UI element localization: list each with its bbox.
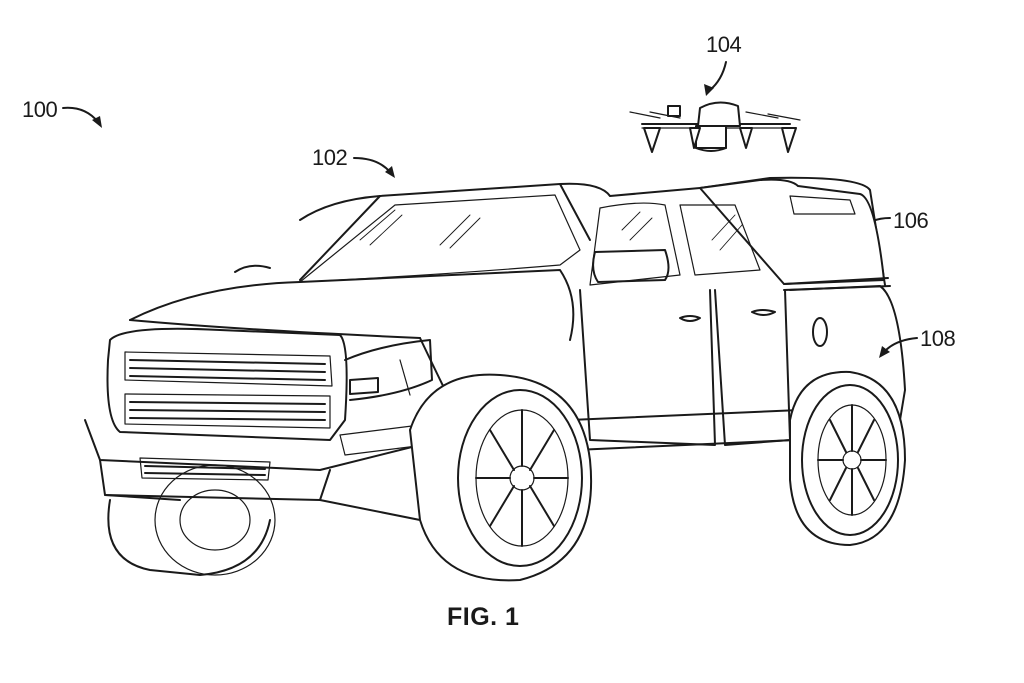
- rear-wheel: [789, 370, 906, 546]
- leader-arrow-100: [62, 106, 102, 128]
- label-104-drone: 104: [706, 32, 742, 57]
- leader-arrow-108: [879, 337, 918, 358]
- figure-caption: FIG. 1: [447, 603, 520, 631]
- label-106-cap: 106: [893, 208, 929, 233]
- drone-104: [629, 101, 801, 153]
- leader-arrow-104: [704, 61, 727, 96]
- label-102-vehicle: 102: [312, 145, 348, 170]
- label-108-bed: 108: [920, 326, 956, 351]
- leader-arrow-102: [353, 157, 395, 178]
- front-wheel: [409, 373, 593, 582]
- vehicle-102: [84, 176, 906, 582]
- label-100-system: 100: [22, 97, 58, 122]
